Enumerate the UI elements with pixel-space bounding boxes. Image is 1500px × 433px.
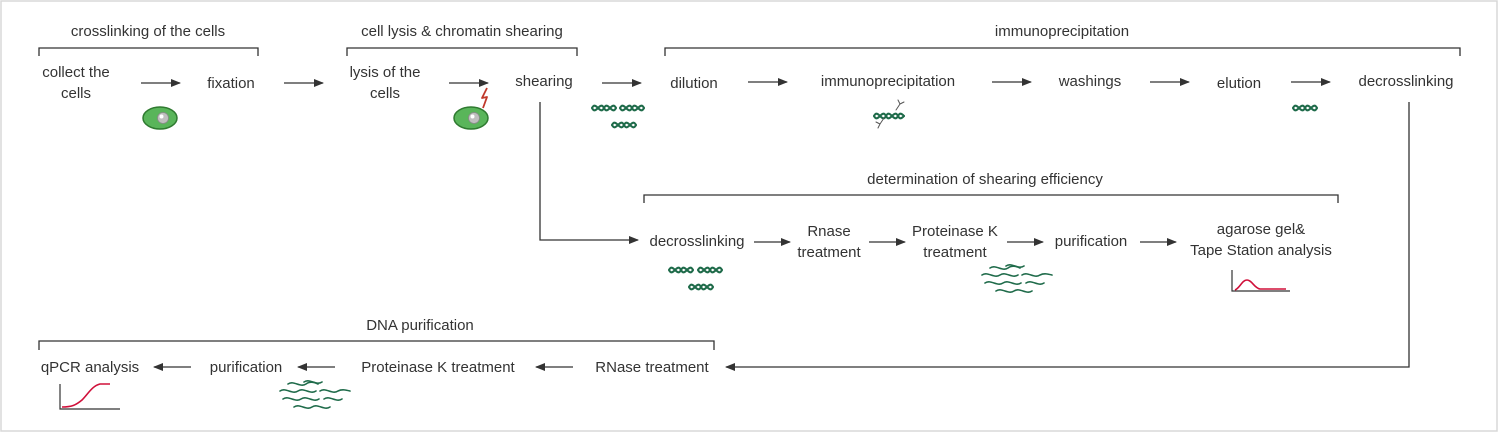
step-dilution: dilution (670, 75, 718, 92)
bracket-label-shearing-efficiency: determination of shearing efficiency (867, 171, 1103, 188)
step-washings: washings (1058, 73, 1122, 90)
step-decrosslinking-check: decrosslinking (649, 233, 745, 250)
step-purification: purification (209, 359, 283, 376)
step-immunoprecipitation: immunoprecipitation (820, 73, 956, 90)
bracket-dna-purification (38, 340, 715, 350)
row1-arrows (141, 78, 1331, 87)
bracket-label-crosslinking: crosslinking of the cells (70, 23, 226, 40)
bracket-label-lysis: cell lysis & chromatin shearing (361, 23, 563, 40)
bracket-label-ip: immunoprecipitation (994, 23, 1130, 40)
step-shearing: shearing (515, 73, 573, 90)
tapestation-plot-icon (1231, 270, 1290, 292)
step-lysis: lysis of the cells (349, 64, 421, 102)
sheared-chromatin-icon (591, 104, 645, 129)
dna-fragments-icon (279, 380, 351, 409)
antibody-bound-chromatin-icon (873, 99, 905, 129)
step-purification-check: purification (1054, 233, 1128, 250)
bracket-shearing-efficiency (643, 194, 1339, 203)
bracket-label-dna-purification: DNA purification (366, 317, 474, 334)
shearing-branch-connector (539, 102, 639, 244)
bracket-lysis (346, 47, 578, 56)
step-rnase-check: Rnase treatment (797, 223, 861, 261)
step-elution: elution (1216, 75, 1262, 92)
step-decrosslinking: decrosslinking (1358, 73, 1454, 90)
lightning-icon (481, 87, 488, 109)
step-agarose-tapestation: agarose gel& Tape Station analysis (1190, 221, 1332, 259)
cell-icon (142, 106, 178, 130)
step-proteinase-k-check: Proteinase K treatment (912, 223, 998, 261)
step-collect-cells: collect the cells (42, 64, 110, 102)
step-proteinase-k-treatment: Proteinase K treatment (361, 359, 515, 376)
step-qpcr-analysis: qPCR analysis (40, 359, 140, 376)
eluted-fragment-icon (1292, 104, 1318, 112)
bracket-ip (664, 47, 1461, 56)
step-rnase-treatment: RNase treatment (595, 359, 709, 376)
bracket-crosslinking (38, 47, 259, 56)
decrosslinked-chromatin-icon (668, 266, 723, 291)
lysed-cell-icon (453, 87, 489, 130)
return-connector (725, 102, 1410, 371)
qpcr-curve-icon (59, 383, 120, 410)
dna-fragments-icon (981, 264, 1053, 293)
step-fixation: fixation (207, 75, 255, 92)
